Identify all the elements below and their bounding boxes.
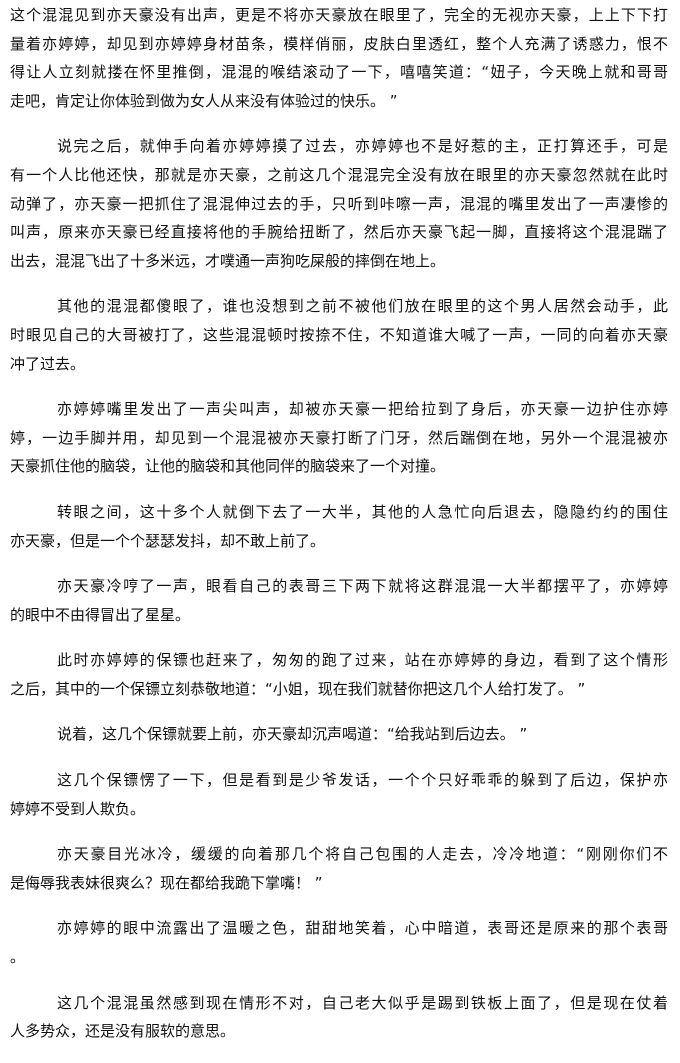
paragraph: 亦婷婷嘴里发出了一声尖叫声，却被亦天豪一把给拉到了身后，亦天豪一边护住亦婷婷，一…: [10, 395, 668, 481]
paragraph: 说完之后，就伸手向着亦婷婷摸了过去，亦婷婷也不是好惹的主，正打算还手，可是有一个…: [10, 132, 668, 275]
text-line: 有一个人比他还快，那就是亦天豪，之前这几个混混完全没有放在眼里的亦天豪忽然就在此…: [10, 165, 668, 184]
paragraph: 说着，这几个保镖就要上前，亦天豪却沉声喝道：“给我站到后边去。 ”: [10, 720, 668, 749]
text-line: 婷，一边手脚并用，却见到一个混混被亦天豪打断了门牙，然后踹倒在地，另外一个混混被…: [10, 428, 668, 447]
text-line: 亦婷婷嘴里发出了一声尖叫声，却被亦天豪一把给拉到了身后，亦天豪一边护住亦婷: [57, 400, 668, 419]
paragraph: 转眼之间，这十多个人就倒下去了一大半，其他的人急忙向后退去，隐隐约约的围住亦天豪…: [10, 498, 668, 555]
paragraph: 此时亦婷婷的保镖也赶来了，匆匆的跑了过来，站在亦婷婷的身边，看到了这个情形之后，…: [10, 646, 668, 703]
text-line: 亦天豪，但是一个个瑟瑟发抖，却不敢上前了。: [10, 531, 326, 550]
text-line: 时眼见自己的大哥被打了，这些混混顿时按捺不住，不知道谁大喊了一声，一同的向着亦天…: [10, 325, 668, 344]
text-line: 这个混混见到亦天豪没有出声，更是不将亦天豪放在眼里了，完全的无视亦天豪，上上下下…: [10, 6, 668, 24]
text-line: 亦婷婷的眼中流露出了温暖之色，甜甜地笑着，心中暗道，表哥还是原来的那个表哥: [57, 919, 668, 938]
text-line: 婷婷不受到人欺负。: [10, 799, 146, 818]
text-line: 其他的混混都傻眼了，谁也没想到之前不被他们放在眼里的这个男人居然会动手，此: [57, 297, 668, 316]
text-line: 的眼中不由得冒出了星星。: [10, 605, 191, 624]
paragraph: 其他的混混都傻眼了，谁也没想到之前不被他们放在眼里的这个男人居然会动手，此时眼见…: [10, 292, 668, 378]
paragraph: 这几个混混虽然感到现在情形不对，自己老大似乎是踢到铁板上面了，但是现在仗着人多势…: [10, 989, 668, 1046]
text-line: 冲了过去。: [10, 354, 86, 373]
text-line: 动弹了，亦天豪一把抓住了混混伸过去的手，只听到咔嚓一声，混混的嘴里发出了一声凄惨…: [10, 194, 668, 213]
text-line: 叫声，原来亦天豪已经直接将他的手腕给扭断了，然后亦天豪飞起一脚，直接将这个混混踹…: [10, 223, 668, 242]
paragraph: 这几个保镖愣了一下，但是看到是少爷发话，一个个只好乖乖的躲到了后边，保护亦婷婷不…: [10, 766, 668, 823]
text-line: 说着，这几个保镖就要上前，亦天豪却沉声喝道：“给我站到后边去。 ”: [57, 725, 528, 744]
paragraph: 亦天豪目光冰冷，缓缓的向着那几个将自己包围的人走去，冷冷地道：“刚刚你们不是侮辱…: [10, 840, 668, 897]
text-line: 。: [10, 948, 26, 967]
text-line: 量着亦婷婷，却见到亦婷婷身材苗条，模样俏丽，皮肤白里透红，整个人充满了诱惑力，恨…: [10, 34, 668, 53]
paragraph: 亦天豪冷哼了一声，眼看自己的表哥三下两下就将这群混混一大半都摆平了，亦婷婷的眼中…: [10, 572, 668, 629]
text-line: 出去，混混飞出了十多米远，才噗通一声狗吃屎般的摔倒在地上。: [10, 251, 446, 270]
text-line: 亦天豪冷哼了一声，眼看自己的表哥三下两下就将这群混混一大半都摆平了，亦婷婷: [57, 577, 668, 596]
text-line: 走吧，肯定让你体验到做为女人从来没有体验过的快乐。 ”: [10, 91, 398, 110]
text-line: 这几个混混虽然感到现在情形不对，自己老大似乎是踢到铁板上面了，但是现在仗着: [57, 993, 668, 1012]
text-line: 亦天豪目光冰冷，缓缓的向着那几个将自己包围的人走去，冷冷地道：“刚刚你们不: [57, 845, 668, 864]
text-line: 人多势众，还是没有服软的意思。: [10, 1022, 236, 1041]
text-line: 转眼之间，这十多个人就倒下去了一大半，其他的人急忙向后退去，隐隐约约的围住: [57, 502, 668, 521]
text-line: 是侮辱我表妹很爽么？现在都给我跪下掌嘴！ ”: [10, 873, 323, 892]
text-line: 之后，其中的一个保镖立刻恭敬地道：“小姐，现在我们就替你把这几个人给打发了。 ”: [10, 679, 586, 698]
paragraph: 这个混混见到亦天豪没有出声，更是不将亦天豪放在眼里了，完全的无视亦天豪，上上下下…: [10, 1, 668, 115]
paragraph: 亦婷婷的眼中流露出了温暖之色，甜甜地笑着，心中暗道，表哥还是原来的那个表哥。: [10, 914, 668, 971]
text-line: 得让人立刻就搂在怀里推倒，混混的喉结滚动了一下，嘻嘻笑道：“妞子，今天晚上就和哥…: [10, 63, 668, 82]
text-line: 天豪抓住他的脑袋，让他的脑袋和其他同伴的脑袋来了一个对撞。: [10, 457, 446, 476]
text-line: 这几个保镖愣了一下，但是看到是少爷发话，一个个只好乖乖的躲到了后边，保护亦: [57, 771, 668, 790]
text-line: 说完之后，就伸手向着亦婷婷摸了过去，亦婷婷也不是好惹的主，正打算还手，可是: [57, 137, 668, 156]
text-line: 此时亦婷婷的保镖也赶来了，匆匆的跑了过来，站在亦婷婷的身边，看到了这个情形: [57, 651, 668, 670]
